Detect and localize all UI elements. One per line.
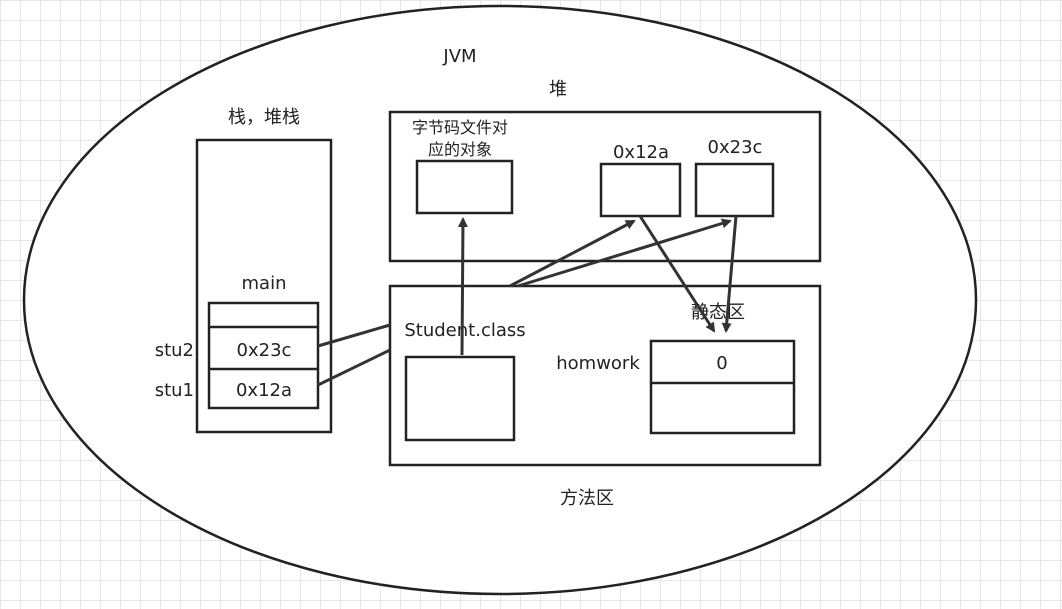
method-area-label: 方法区 bbox=[560, 488, 614, 509]
stu1-value: 0x12a bbox=[236, 380, 292, 401]
main-frame-label: main bbox=[242, 273, 287, 294]
heap-label: 堆 bbox=[549, 79, 567, 100]
class-object-label-line1: 字节码文件对 bbox=[412, 118, 508, 137]
stu2-value: 0x23c bbox=[237, 340, 292, 361]
0x12a-to-static-arrow bbox=[638, 215, 716, 333]
static-var-value: 0 bbox=[716, 353, 727, 374]
jvm-ellipse bbox=[22, 4, 978, 596]
stack-label: 栈，堆栈 bbox=[228, 107, 300, 128]
stu2-connector bbox=[317, 323, 391, 348]
class-file-label: Student.class bbox=[404, 320, 525, 341]
class-file-box bbox=[404, 355, 516, 442]
heap-object-label-0x12a: 0x12a bbox=[613, 142, 669, 163]
stu1-connector bbox=[317, 348, 391, 387]
class-object-label-line2: 应的对象 bbox=[428, 140, 492, 159]
stu1-label: stu1 bbox=[155, 380, 194, 401]
method-area-box bbox=[388, 284, 822, 467]
stack-box bbox=[195, 138, 333, 434]
static-var-name: homwork bbox=[556, 353, 640, 374]
stu2-label: stu2 bbox=[155, 340, 194, 361]
heap-box bbox=[388, 110, 822, 263]
0x23c-to-static-arrow bbox=[721, 215, 738, 333]
class-to-0x12a-arrow bbox=[509, 219, 636, 288]
class-object-box bbox=[415, 159, 514, 215]
class-to-0x23c-arrow bbox=[517, 218, 732, 288]
class-to-object-arrow bbox=[457, 217, 468, 356]
main-frame bbox=[207, 301, 320, 410]
heap-object-label-0x23c: 0x23c bbox=[708, 137, 763, 158]
jvm-title: JVM bbox=[442, 46, 476, 67]
static-area-box bbox=[649, 339, 796, 435]
